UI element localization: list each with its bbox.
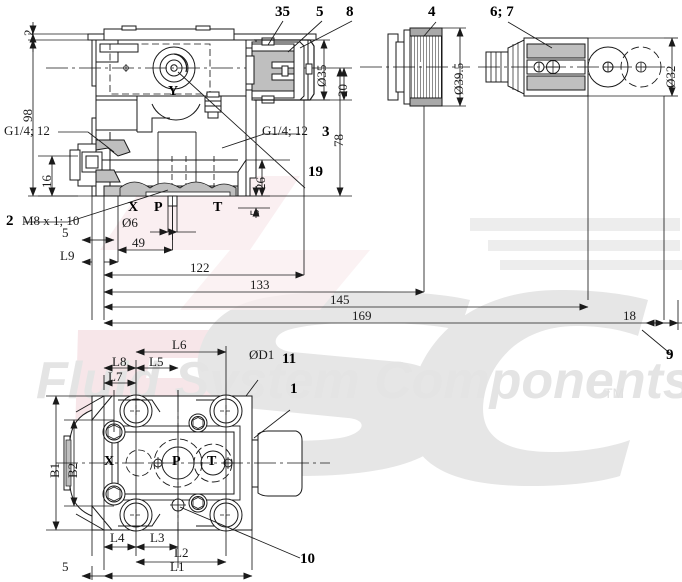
- dimension-122: 122: [190, 260, 210, 275]
- item-number-6-7: 6; 7: [490, 4, 514, 20]
- dimension-169: 169: [352, 308, 372, 323]
- thread-note-m8: M8 x 1; 10: [22, 213, 80, 228]
- item-number-10: 10: [300, 551, 315, 567]
- dimension-20: 20: [335, 84, 350, 97]
- item-number-3: 3: [322, 124, 330, 140]
- dimension-B1: B1: [47, 462, 62, 478]
- thread-note-g14-left: G1/4; 12: [4, 123, 50, 138]
- port-label-Y: Y: [168, 84, 179, 99]
- port-label-T: T: [213, 200, 223, 215]
- solenoid-connector-assembly: [245, 37, 315, 104]
- dimension-5-right: 5: [247, 209, 262, 217]
- knob-end-view: [360, 27, 470, 107]
- item-number-35: 35: [275, 4, 290, 20]
- dimension-L2: L2: [174, 545, 189, 560]
- dimension-145: 145: [330, 292, 350, 307]
- dimension-B2: B2: [65, 462, 80, 478]
- dimension-dia32: Ø32: [663, 65, 678, 88]
- dimension-16: 16: [39, 175, 54, 188]
- dimension-dia39-5: Ø39.5: [451, 62, 466, 95]
- front-elevation-view: [46, 25, 330, 240]
- dimension-L1: L1: [170, 559, 185, 574]
- hole-note-D1: ØD1: [249, 347, 275, 362]
- item-number-2: 2: [6, 213, 14, 229]
- dimension-L6: L6: [172, 337, 187, 352]
- item-number-19: 19: [308, 164, 323, 180]
- dimension-5-bottom: 5: [62, 559, 69, 574]
- dimension-L9: L9: [60, 248, 75, 263]
- dimension-L5: L5: [149, 354, 164, 369]
- port-label-P: P: [154, 200, 163, 215]
- dimension-49: 49: [132, 235, 145, 250]
- dimension-2: 2: [21, 29, 36, 37]
- dimension-lines-front: [28, 22, 682, 330]
- dimension-dia6: Ø6: [122, 215, 138, 230]
- dimension-26: 26: [253, 177, 268, 190]
- port-label-P-bottom: P: [172, 454, 181, 469]
- port-label-X-bottom: X: [104, 454, 115, 469]
- item-number-8: 8: [346, 4, 354, 20]
- dimension-18: 18: [623, 308, 636, 323]
- leader-lines: [24, 20, 673, 356]
- port-label-X: X: [128, 200, 139, 215]
- dimension-98: 98: [20, 109, 35, 122]
- item-number-11: 11: [282, 351, 297, 367]
- dimension-L3: L3: [150, 530, 165, 545]
- item-number-5: 5: [316, 4, 324, 20]
- item-number-9: 9: [666, 347, 674, 363]
- dimension-L8: L8: [112, 354, 127, 369]
- item-number-1: 1: [290, 381, 298, 397]
- dimension-78: 78: [331, 134, 346, 147]
- dimension-lines-bottom: [46, 346, 301, 580]
- thread-note-g14-right: G1/4; 12: [262, 123, 308, 138]
- connector-plug-view: [478, 37, 668, 97]
- bottom-plan-view: [56, 390, 330, 540]
- dimension-133: 133: [250, 277, 270, 292]
- dimension-L4: L4: [110, 530, 125, 545]
- port-label-T-bottom: T: [207, 454, 217, 469]
- dimension-dia35: Ø35: [314, 64, 329, 87]
- dimension-L7: L7: [108, 369, 123, 384]
- item-number-4: 4: [428, 4, 436, 20]
- dimension-5-left: 5: [62, 225, 69, 240]
